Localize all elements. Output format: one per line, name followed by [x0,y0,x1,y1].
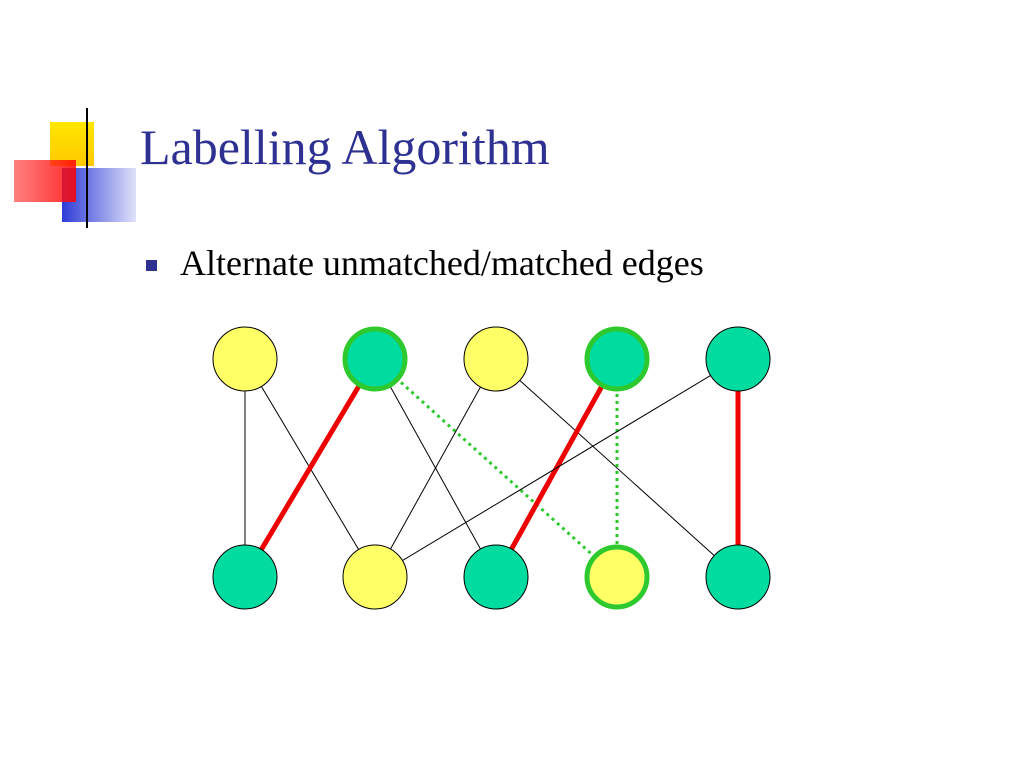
bottom-node-b3 [463,544,529,610]
top-node-t1 [212,326,278,392]
bullet-square-icon [146,259,157,271]
top-node-t2 [342,326,408,392]
title-decoration [14,108,970,228]
bullet-item: Alternate unmatched/matched edges [146,238,704,288]
bottom-node-b4 [584,544,650,610]
alternating-path-edge [373,357,619,579]
bottom-node-b5 [705,544,771,610]
bottom-node-b1 [212,544,278,610]
unmatched-edge [374,358,497,578]
top-node-t5 [705,326,771,392]
bullet-text: Alternate unmatched/matched edges [180,243,704,283]
slide-title: Labelling Algorithm [140,119,550,175]
top-node-t4 [584,326,650,392]
top-node-t3 [463,326,529,392]
bottom-node-b2 [342,544,408,610]
logo-red-square [14,160,76,202]
unmatched-edge [374,358,739,578]
unmatched-edge [495,358,739,578]
matched-edge [242,357,378,579]
